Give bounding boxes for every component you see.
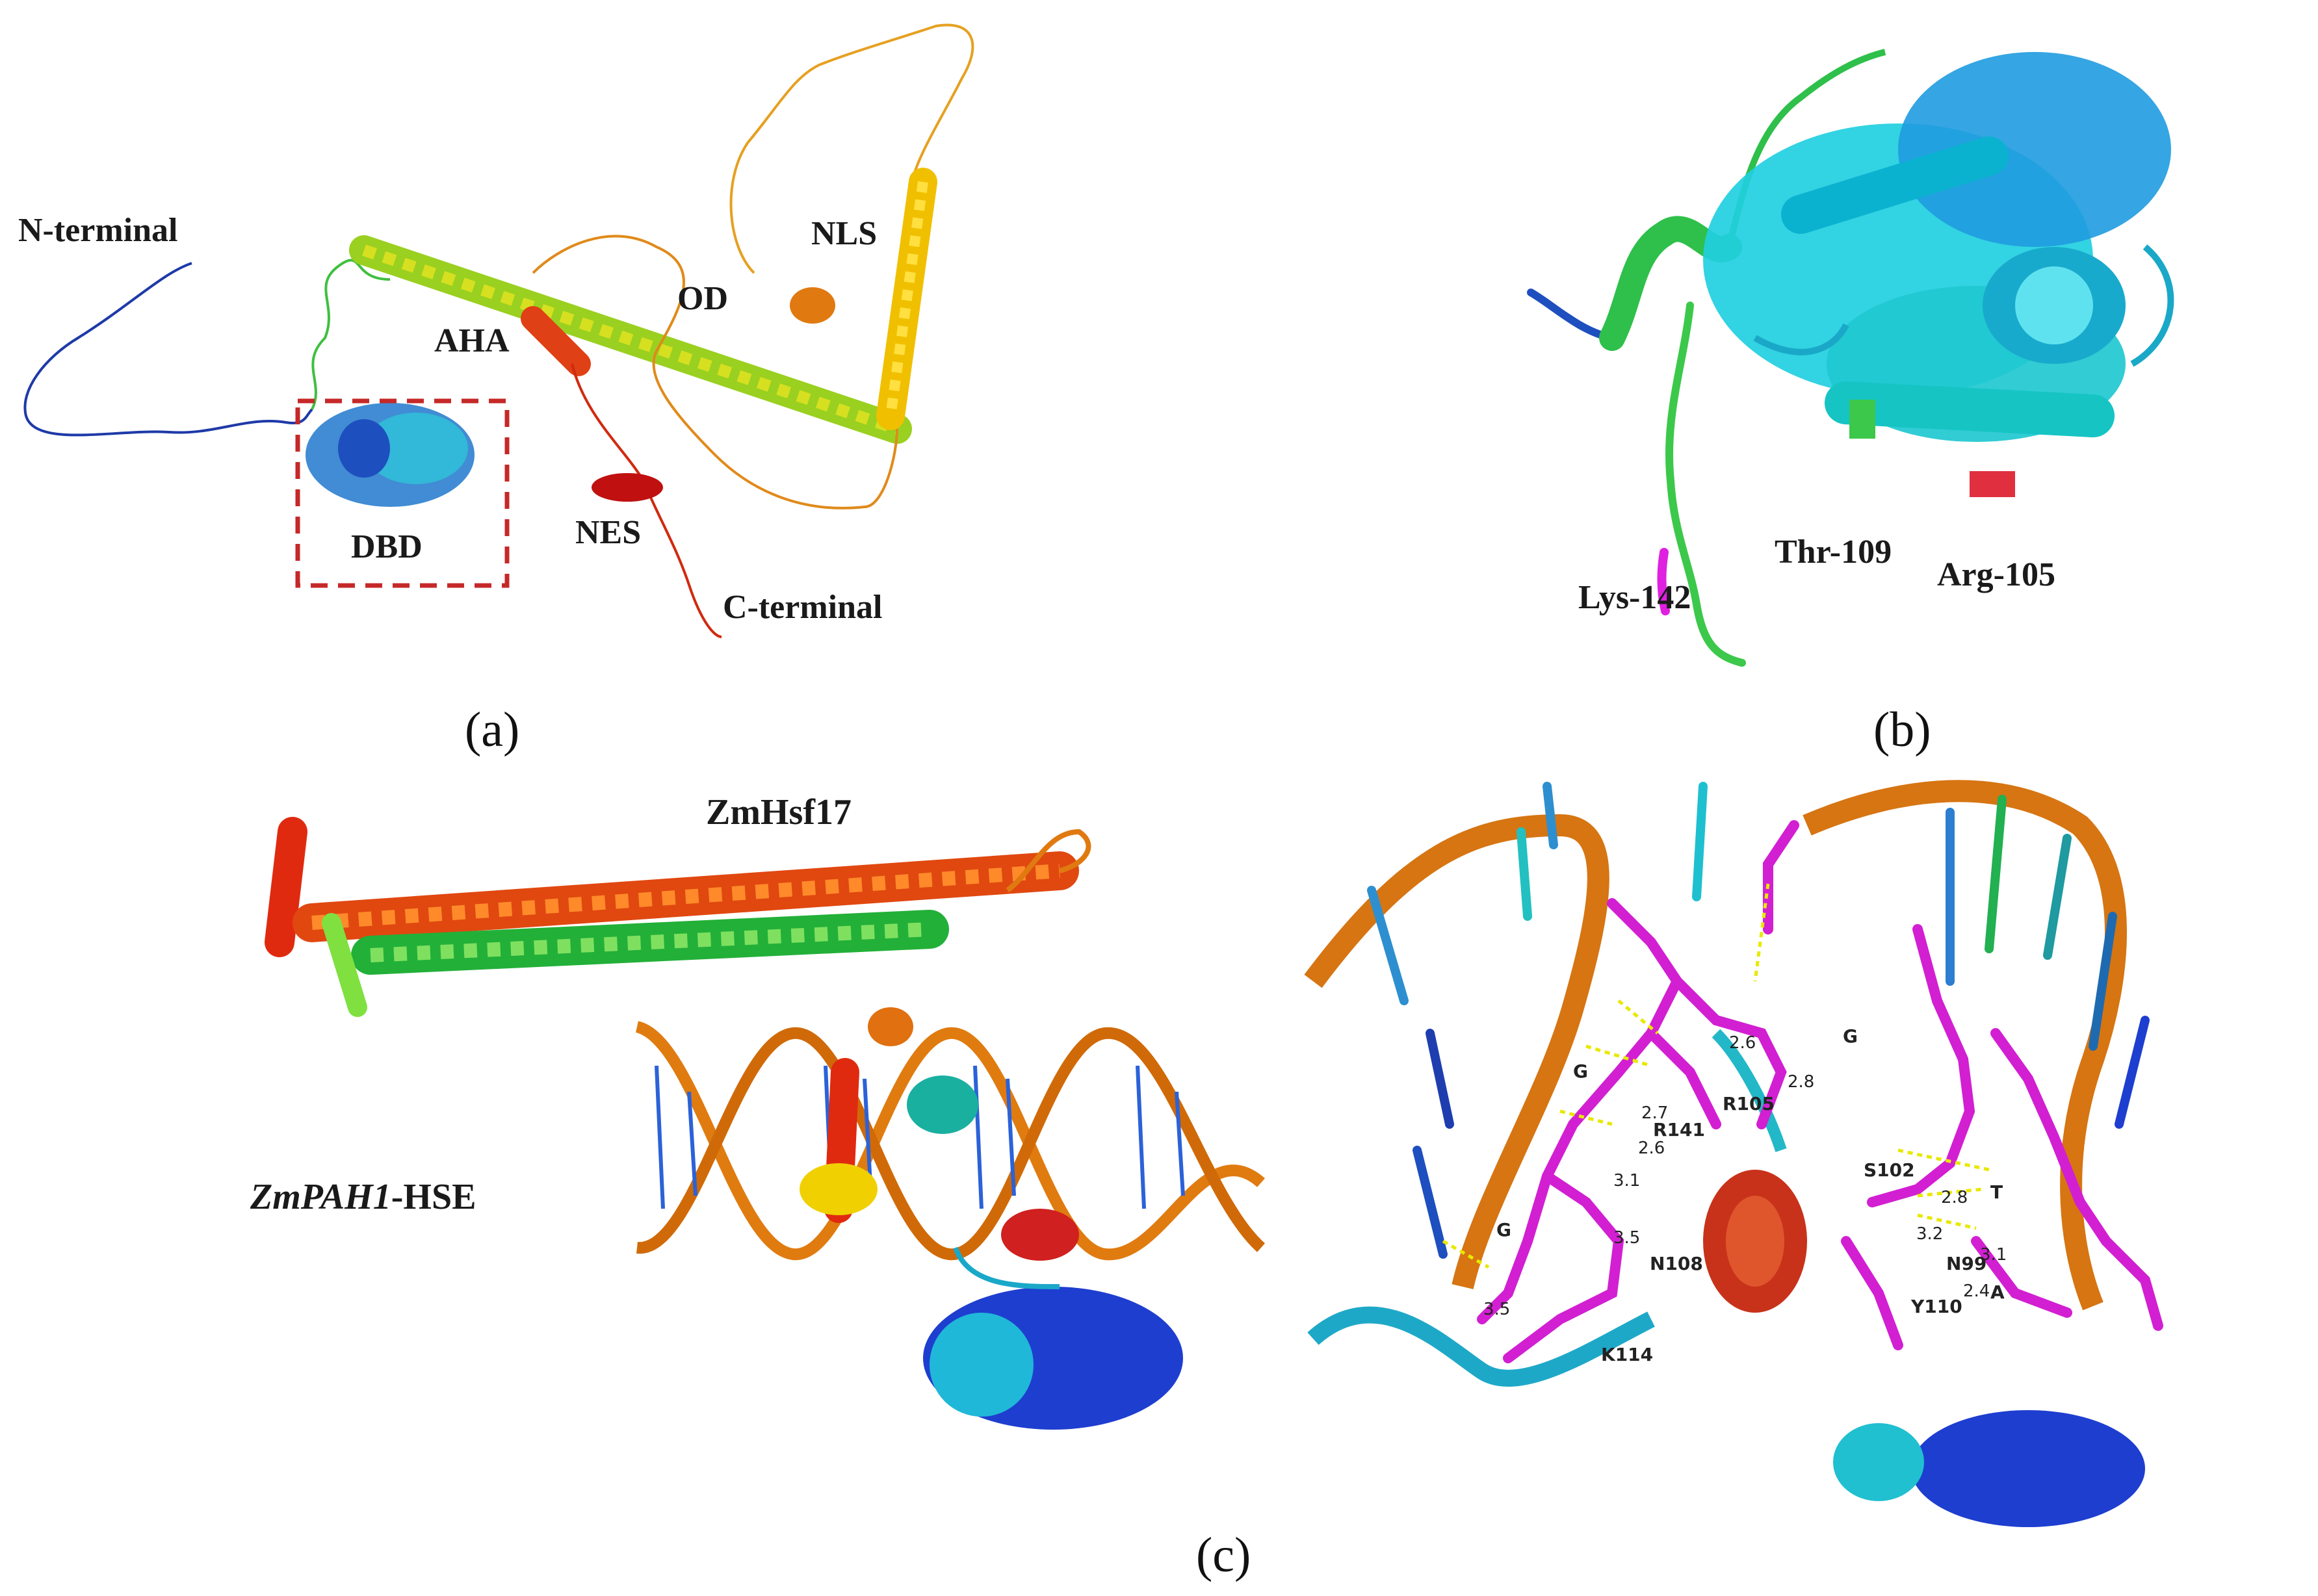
distance-5: 3.1 — [1613, 1171, 1641, 1191]
label-nes: NES — [575, 514, 642, 551]
coiled-coil-lower — [351, 910, 949, 975]
residue-g-left: G — [1573, 1061, 1588, 1082]
arg-105-highlight — [1970, 471, 2015, 497]
distance-11: 2.4 — [1963, 1281, 1990, 1301]
hydrogen-bonds — [1442, 883, 1990, 1269]
residue-t: T — [1990, 1181, 2003, 1203]
residue-g-top: G — [1843, 1025, 1858, 1047]
label-dna-suffix: -HSE — [391, 1177, 476, 1217]
panel-c-left: ZmHsf17 ZmPAH1-HSE — [241, 792, 1294, 1521]
distance-6: 3.5 — [1613, 1228, 1641, 1248]
panel-c-right: G G G G R105 R141 N108 K114 S102 T N99 Y… — [1304, 780, 2175, 1527]
residue-n108: N108 — [1650, 1253, 1703, 1274]
distance-7: 3.5 — [1483, 1300, 1511, 1319]
residue-y110: Y110 — [1911, 1296, 1962, 1317]
coiled-coil-upper — [293, 851, 1079, 942]
nls-helix — [876, 168, 937, 430]
dbd-highlight-box — [295, 398, 510, 588]
panel-a: N-terminal AHA OD NLS DBD NES C-terminal — [0, 0, 1066, 734]
residue-a: A — [1990, 1281, 2005, 1303]
dna-helix — [635, 1021, 1266, 1261]
thr-109-highlight — [1849, 400, 1875, 439]
label-arg-105: Arg-105 — [1937, 556, 2055, 593]
residue-n99: N99 — [1946, 1253, 1987, 1274]
label-zmhsf17: ZmHsf17 — [706, 792, 852, 832]
label-dbd: DBD — [351, 528, 423, 565]
distance-8: 2.8 — [1941, 1188, 1968, 1207]
distance-1: 2.6 — [1729, 1033, 1756, 1053]
caption-c: (c) — [1196, 1528, 1251, 1582]
residue-r141: R141 — [1653, 1119, 1706, 1140]
label-dna-gene: ZmPAH1 — [250, 1177, 391, 1217]
caption-a: (a) — [465, 702, 520, 757]
residue-s102: S102 — [1864, 1159, 1915, 1181]
distance-10: 3.1 — [1980, 1245, 2007, 1265]
distance-3: 2.7 — [1641, 1103, 1669, 1123]
label-nls: NLS — [811, 215, 878, 252]
label-lys-142: Lys-142 — [1578, 579, 1691, 616]
label-dna-hse: ZmPAH1-HSE — [250, 1176, 476, 1218]
residue-sticks — [1477, 820, 2163, 1363]
distance-4: 2.6 — [1638, 1139, 1665, 1158]
panel-a-structure — [23, 23, 974, 638]
label-n-terminal: N-terminal — [18, 212, 178, 249]
residue-k114: K114 — [1601, 1344, 1654, 1365]
label-thr-109: Thr-109 — [1775, 534, 1892, 571]
label-aha: AHA — [434, 322, 510, 359]
label-c-terminal: C-terminal — [723, 589, 883, 626]
panel-c-interactions — [1304, 780, 2175, 1527]
panel-b-structure — [1527, 49, 2174, 667]
distance-9: 3.2 — [1916, 1224, 1944, 1244]
label-od: OD — [677, 280, 728, 317]
residue-g-lower: G — [1496, 1219, 1511, 1241]
residue-r105: R105 — [1723, 1093, 1775, 1114]
caption-b: (b) — [1873, 702, 1931, 757]
od-helix — [349, 235, 912, 444]
distance-2: 2.8 — [1788, 1072, 1815, 1092]
panel-c-complex — [265, 817, 1266, 1430]
panel-b: Lys-142 Thr-109 Arg-105 — [1495, 0, 2318, 676]
